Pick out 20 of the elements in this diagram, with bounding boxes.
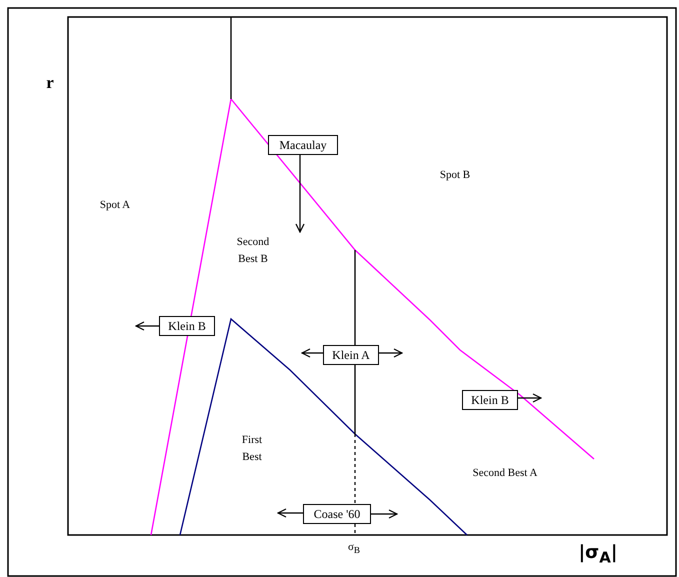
axis-label: |σ$_{A}$| [578,544,618,567]
region-label: Spot A [98,198,132,213]
arrow [379,348,403,358]
label-box: Klein A [323,345,379,365]
region-label: Spot B [438,168,472,183]
arrow [295,155,305,233]
region-label: Second Best B [236,235,270,267]
arrow [518,393,542,403]
region-label: Second Best A [472,466,538,481]
label-box: Klein B [462,390,518,410]
arrow [277,508,303,518]
arrow [135,321,159,331]
label-box: Coase '60 [303,504,371,524]
region-label: First Best [240,433,264,465]
axis-label: r [45,74,55,91]
label-box: Klein B [159,316,215,336]
tick-label: σ$_{B}$ [346,540,362,558]
label-box: Macaulay [268,135,338,155]
arrow [371,509,398,519]
arrow [301,348,323,358]
